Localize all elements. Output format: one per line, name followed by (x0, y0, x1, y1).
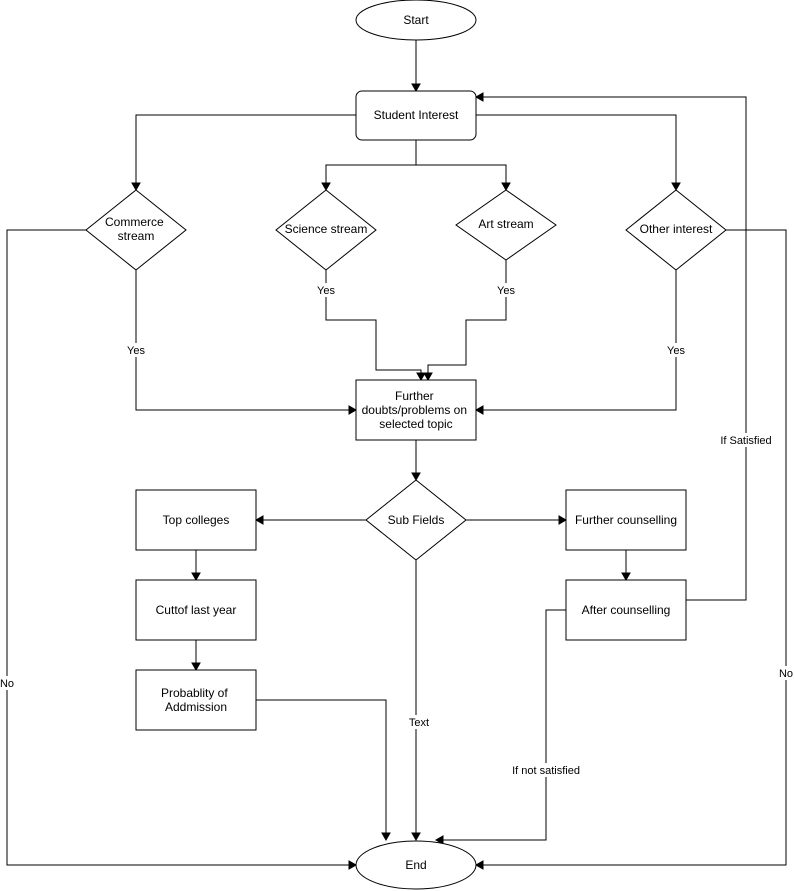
top-colleges-label: Top colleges (163, 513, 230, 527)
science-stream-label: Science stream (285, 222, 368, 236)
further-doubts-line-1: Further (395, 389, 434, 403)
further-doubts-label: Further doubts/problems on selected topi… (362, 389, 471, 431)
start-node: Start (355, 0, 477, 41)
edges (6, 40, 787, 870)
probability-label: Probablity of Addmission (161, 686, 231, 714)
edge-labels: Yes Yes Yes Yes No No If Satisfied If no… (0, 283, 794, 777)
sub-fields-label: Sub Fields (388, 513, 445, 527)
after-counselling-node: After counselling (565, 579, 687, 641)
arrowhead (254, 515, 264, 525)
top-colleges-node: Top colleges (135, 489, 257, 551)
edge-interest-to-commerce (135, 114, 356, 183)
other-yes-label: Yes (667, 345, 685, 357)
arrowhead (411, 472, 421, 482)
edge-other-no (483, 229, 787, 866)
arrowhead (434, 835, 444, 845)
commerce-line-2: stream (118, 229, 155, 243)
after-counselling-label: After counselling (582, 603, 671, 617)
science-stream-decision: Science stream (275, 189, 377, 271)
probability-line-1: Probablity of (161, 686, 228, 700)
commerce-stream-decision: Commerce stream (85, 189, 187, 271)
edge-interest-to-other (476, 114, 677, 183)
student-interest-label: Student Interest (374, 108, 459, 122)
edge-interest-to-art (416, 164, 507, 183)
commerce-no-label: No (0, 678, 14, 690)
arrowhead (191, 662, 201, 672)
arrowhead (348, 405, 358, 415)
further-doubts-line-3: selected topic (379, 417, 452, 431)
arrowhead (474, 92, 484, 102)
text-label: Text (409, 717, 429, 729)
edge-art-yes (427, 260, 507, 373)
art-yes-label: Yes (497, 285, 515, 297)
science-yes-label: Yes (317, 285, 335, 297)
arrowhead (131, 182, 141, 192)
arrowhead (671, 182, 681, 192)
further-doubts-node: Further doubts/problems on selected topi… (355, 379, 477, 441)
further-counselling-label: Further counselling (575, 513, 677, 527)
art-stream-label: Art stream (478, 217, 533, 231)
end-node: End (355, 840, 477, 890)
edge-interest-to-science (325, 140, 417, 183)
arrowhead (621, 572, 631, 582)
arrowhead (411, 832, 421, 842)
arrowhead (474, 860, 484, 870)
arrowhead (501, 182, 511, 192)
arrowhead (348, 860, 358, 870)
arrowhead (416, 372, 426, 382)
if-satisfied-label: If Satisfied (720, 435, 771, 447)
arrowhead (381, 832, 391, 842)
commerce-stream-label: Commerce stream (105, 215, 167, 243)
arrowhead (423, 372, 433, 382)
arrowhead (411, 83, 421, 93)
edge-science-yes (325, 270, 422, 373)
further-counselling-node: Further counselling (565, 489, 687, 551)
other-interest-label: Other interest (640, 222, 713, 236)
further-doubts-line-2: doubts/problems on (362, 403, 467, 417)
student-interest-node: Student Interest (355, 90, 477, 141)
art-stream-decision: Art stream (455, 189, 557, 261)
cutoff-node: Cuttof last year (135, 579, 257, 641)
commerce-yes-label: Yes (127, 345, 145, 357)
cutoff-label: Cuttof last year (156, 603, 237, 617)
if-not-satisfied-label: If not satisfied (512, 765, 580, 777)
edge-other-yes (483, 270, 677, 411)
probability-line-2: Addmission (165, 700, 227, 714)
arrowhead (191, 572, 201, 582)
arrowhead (321, 182, 331, 192)
start-label: Start (403, 13, 429, 27)
nodes: Start Student Interest Commerce stream S… (85, 0, 727, 890)
other-interest-decision: Other interest (625, 189, 727, 271)
probability-node: Probablity of Addmission (135, 669, 257, 731)
edge-aftercounselling-satisfied (483, 96, 747, 601)
edge-aftercounselling-not-satisfied (443, 609, 566, 841)
end-label: End (405, 858, 426, 872)
edge-commerce-no (6, 229, 349, 866)
commerce-line-1: Commerce (105, 215, 164, 229)
edge-commerce-yes (135, 270, 349, 411)
arrowhead (558, 515, 568, 525)
edge-probability-to-end (256, 699, 387, 833)
arrowhead (474, 405, 484, 415)
sub-fields-decision: Sub Fields (365, 479, 467, 561)
other-no-label: No (779, 668, 793, 680)
